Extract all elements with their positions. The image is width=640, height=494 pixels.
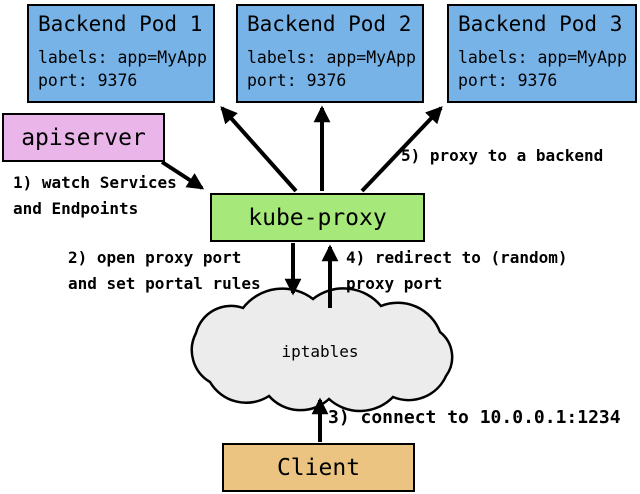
- annotation-step1: 1) watch Services and Endpoints: [13, 170, 177, 222]
- annotation-step4: 4) redirect to (random) proxy port: [346, 245, 568, 297]
- kube-proxy-node: kube-proxy: [210, 193, 425, 242]
- iptables-cloud-shape: [190, 287, 454, 413]
- backend-pod-2-node: Backend Pod 2 labels: app=MyApp port: 93…: [236, 4, 424, 103]
- pod-title: Backend Pod 1: [38, 12, 203, 36]
- pod-labels: labels: app=MyApp: [458, 48, 627, 67]
- annotation-line: 1) watch Services: [13, 173, 177, 192]
- annotation-line: and Endpoints: [13, 199, 139, 218]
- backend-pod-3-node: Backend Pod 3 labels: app=MyApp port: 93…: [447, 4, 637, 103]
- annotation-line: 2) open proxy port: [68, 248, 242, 267]
- client-label: Client: [276, 454, 361, 481]
- annotation-line: 4) redirect to (random): [346, 248, 568, 267]
- client-node: Client: [222, 443, 415, 492]
- annotation-line: and set portal rules: [68, 274, 261, 293]
- pod-title: Backend Pod 2: [247, 12, 412, 36]
- pod-labels: labels: app=MyApp: [38, 48, 207, 67]
- pod-port: port: 9376: [38, 71, 138, 90]
- annotation-step3: 3) connect to 10.0.0.1:1234: [328, 405, 621, 431]
- annotation-step5: 5) proxy to a backend: [401, 143, 603, 169]
- kube-proxy-label: kube-proxy: [248, 204, 387, 231]
- annotation-line: 5) proxy to a backend: [401, 146, 604, 165]
- pod-title: Backend Pod 3: [458, 12, 623, 36]
- pod-labels: labels: app=MyApp: [247, 48, 416, 67]
- annotation-line: 3) connect to 10.0.0.1:1234: [328, 407, 621, 428]
- arrow-apiserver-to-kube-proxy: [160, 160, 205, 190]
- apiserver-node: apiserver: [2, 113, 165, 162]
- backend-pod-1-node: Backend Pod 1 labels: app=MyApp port: 93…: [27, 4, 215, 103]
- apiserver-label: apiserver: [21, 124, 146, 151]
- pod-port: port: 9376: [458, 71, 558, 90]
- arrow-kube-proxy-to-pod1: [220, 106, 298, 193]
- annotation-step2: 2) open proxy port and set portal rules: [68, 245, 261, 297]
- iptables-label: iptables: [281, 342, 359, 361]
- annotation-line: proxy port: [346, 274, 443, 293]
- arrow-kube-proxy-to-pod3: [360, 106, 443, 193]
- pod-port: port: 9376: [247, 71, 347, 90]
